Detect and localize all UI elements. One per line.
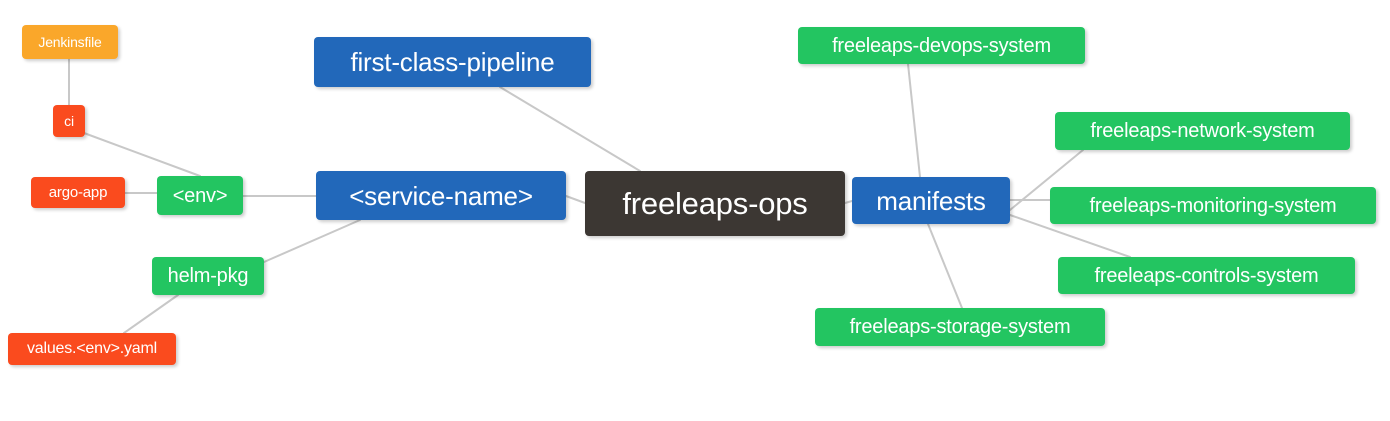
edge-freeleaps-ops-to-first-class-pipeline: [499, 86, 641, 172]
node-label-manifests: manifests: [876, 185, 986, 216]
node-argo-app[interactable]: argo-app: [31, 177, 125, 208]
node-env[interactable]: <env>: [157, 176, 243, 215]
node-label-ci: ci: [64, 113, 74, 129]
node-freeleaps-network-system[interactable]: freeleaps-network-system: [1055, 112, 1350, 150]
node-label-helm-pkg: helm-pkg: [167, 265, 249, 287]
node-freeleaps-monitoring-system[interactable]: freeleaps-monitoring-system: [1050, 187, 1376, 224]
node-helm-pkg[interactable]: helm-pkg: [152, 257, 264, 295]
edge-helm-pkg-to-values-yaml: [123, 294, 179, 334]
node-service-name[interactable]: <service-name>: [316, 171, 566, 220]
node-label-env: <env>: [172, 184, 228, 207]
node-jenkinsfile[interactable]: Jenkinsfile: [22, 25, 118, 59]
node-freeleaps-controls-system[interactable]: freeleaps-controls-system: [1058, 257, 1355, 294]
node-values-yaml[interactable]: values.<env>.yaml: [8, 333, 176, 365]
edge-freeleaps-ops-to-manifests: [844, 200, 853, 204]
node-manifests[interactable]: manifests: [852, 177, 1010, 224]
node-first-class-pipeline[interactable]: first-class-pipeline: [314, 37, 591, 87]
node-label-freeleaps-network-system: freeleaps-network-system: [1090, 120, 1315, 142]
node-label-freeleaps-storage-system: freeleaps-storage-system: [849, 316, 1071, 338]
node-label-freeleaps-controls-system: freeleaps-controls-system: [1094, 264, 1319, 287]
node-label-freeleaps-ops: freeleaps-ops: [622, 186, 808, 221]
node-label-first-class-pipeline: first-class-pipeline: [350, 47, 555, 77]
edge-manifests-to-freeleaps-devops-system: [907, 63, 921, 178]
edge-env-to-ci: [83, 132, 201, 177]
node-freeleaps-storage-system[interactable]: freeleaps-storage-system: [815, 308, 1105, 346]
node-freeleaps-ops[interactable]: freeleaps-ops: [585, 171, 845, 236]
node-freeleaps-devops-system[interactable]: freeleaps-devops-system: [798, 27, 1085, 64]
node-label-argo-app: argo-app: [48, 184, 108, 201]
edge-service-name-to-helm-pkg: [263, 219, 361, 263]
node-label-freeleaps-devops-system: freeleaps-devops-system: [832, 34, 1051, 57]
node-label-service-name: <service-name>: [349, 180, 533, 211]
node-label-freeleaps-monitoring-system: freeleaps-monitoring-system: [1089, 194, 1337, 217]
node-label-values-yaml: values.<env>.yaml: [26, 340, 157, 357]
edge-freeleaps-ops-to-service-name: [565, 195, 586, 204]
node-ci[interactable]: ci: [53, 105, 85, 137]
node-label-jenkinsfile: Jenkinsfile: [38, 34, 102, 50]
edge-manifests-to-freeleaps-storage-system: [927, 223, 963, 309]
